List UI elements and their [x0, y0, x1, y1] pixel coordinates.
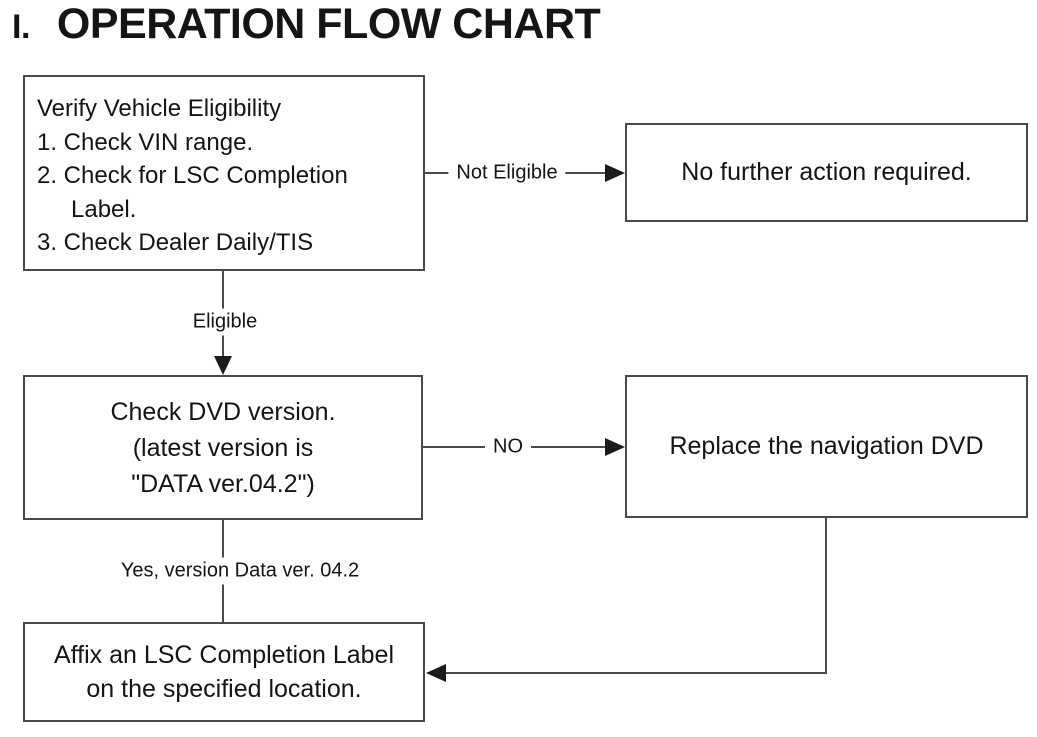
affix-label-line-2: on the specified location. [86, 675, 362, 703]
check-dvd-line-2: (latest version is [132, 433, 314, 462]
affix-label-line-1: Affix an LSC Completion Label [53, 641, 394, 669]
verify-step-2-continued: Label. [71, 195, 137, 223]
replace-to-affix-connector-vertical [825, 517, 827, 674]
verify-step-3: 3. Check Dealer Daily/TIS [37, 229, 314, 256]
flow-box-check-dvd-version: Check DVD version. (latest version is "D… [23, 375, 423, 520]
no-action-text: No further action required. [681, 158, 972, 186]
flow-box-verify-eligibility: Verify Vehicle Eligibility 1. Check VIN … [23, 75, 425, 271]
section-numeral: I. [12, 8, 30, 46]
page-title: I. OPERATION FLOW CHART [12, 0, 601, 49]
no-label: NO [485, 433, 531, 461]
arrow-left-icon [426, 664, 446, 682]
page-title-text: OPERATION FLOW CHART [56, 0, 601, 48]
check-dvd-line-3: "DATA ver.04.2") [131, 469, 315, 498]
verify-heading: Verify Vehicle Eligibility [37, 95, 282, 122]
yes-label: Yes, version Data ver. 04.2 [112, 557, 368, 585]
flow-box-replace-dvd: Replace the navigation DVD [625, 375, 1028, 518]
flow-box-affix-label: Affix an LSC Completion Label on the spe… [23, 622, 425, 722]
flow-box-no-action: No further action required. [625, 123, 1028, 222]
not-eligible-label: Not Eligible [448, 159, 566, 187]
arrow-right-icon [605, 164, 625, 182]
verify-step-2: 2. Check for LSC Completion [37, 162, 348, 189]
arrow-right-icon [605, 438, 625, 456]
check-dvd-line-1: Check DVD version. [110, 397, 336, 426]
replace-to-affix-connector-horizontal [445, 672, 827, 674]
arrow-down-icon [214, 356, 232, 375]
eligible-label: Eligible [184, 308, 266, 336]
verify-step-1: 1. Check VIN range. [37, 128, 254, 156]
replace-dvd-text: Replace the navigation DVD [669, 432, 984, 460]
